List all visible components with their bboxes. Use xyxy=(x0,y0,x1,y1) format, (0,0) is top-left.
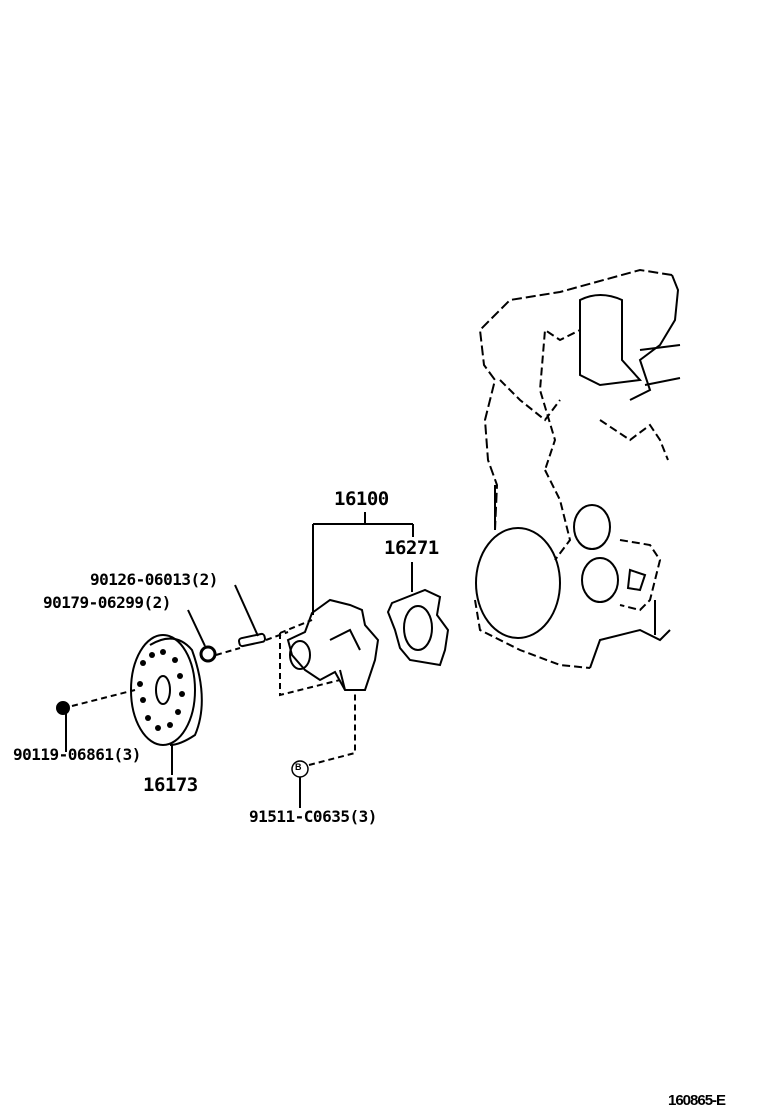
callout-b-leader xyxy=(291,690,356,808)
part-label-90126-06013[interactable]: 90126-06013(2) xyxy=(90,570,218,589)
part-label-91511-c0635[interactable]: 91511-C0635(3) xyxy=(249,807,377,826)
figure-code: 160865-E xyxy=(668,1092,726,1109)
part-label-16271[interactable]: 16271 xyxy=(384,537,439,559)
part-label-90119-06861[interactable]: 90119-06861(3) xyxy=(13,745,141,764)
stud-90126 xyxy=(234,584,266,648)
engine-block-outline xyxy=(474,268,681,669)
part-label-16173[interactable]: 16173 xyxy=(143,774,198,796)
pulley-16173 xyxy=(130,634,203,775)
assembly-bracket xyxy=(312,512,414,615)
part-label-16100[interactable]: 16100 xyxy=(334,488,389,510)
gasket-16271 xyxy=(386,588,450,667)
part-label-90179-06299[interactable]: 90179-06299(2) xyxy=(43,593,171,612)
callout-marker-b: B xyxy=(295,762,302,772)
nut-90179 xyxy=(187,609,289,663)
bolt-90119 xyxy=(56,689,136,752)
water-pump-16100 xyxy=(279,598,380,697)
